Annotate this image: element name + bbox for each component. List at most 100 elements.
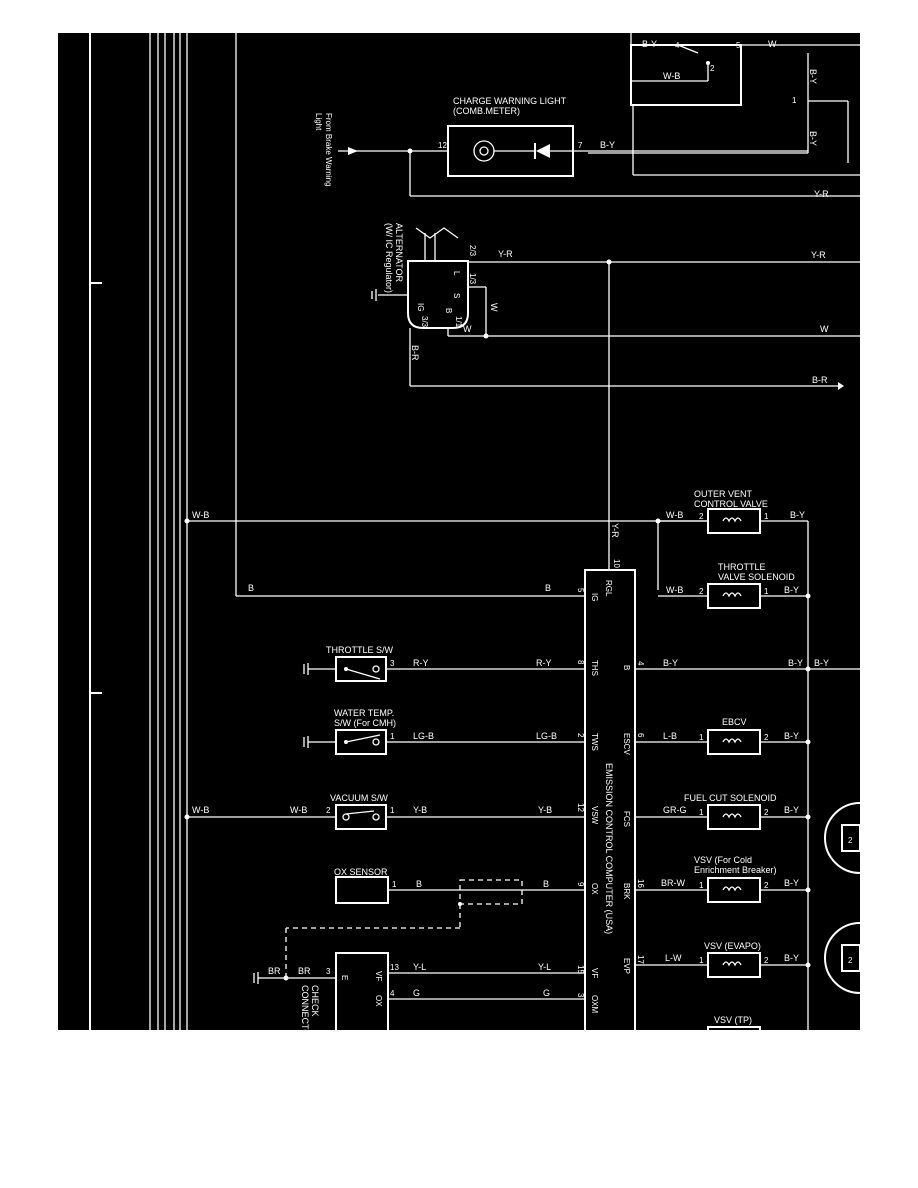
component-label: EBCV xyxy=(722,717,747,727)
wire-label: B-Y xyxy=(808,131,818,146)
pin-label: OX xyxy=(590,883,599,895)
wire-label: GR-G xyxy=(663,805,687,815)
wire-label: B xyxy=(248,583,254,593)
pin-number: 2 xyxy=(848,836,853,845)
wire-label: B-Y xyxy=(663,658,678,668)
wire-label: Y-R xyxy=(811,250,826,260)
component-label: CHARGE WARNING LIGHT(COMB.METER) xyxy=(453,96,567,116)
pin-label: FCS xyxy=(622,811,631,827)
pin-number: 2 xyxy=(848,956,853,965)
vsv-tp xyxy=(707,1026,761,1030)
pin-label: BRK xyxy=(622,883,631,900)
wire-label: L-W xyxy=(665,953,682,963)
pin-number: 8 xyxy=(576,660,585,665)
wire-label: LG-B xyxy=(413,731,434,741)
pin-number: 2 xyxy=(710,64,715,73)
pin-number: 2 xyxy=(576,733,585,738)
pin-number: 1 xyxy=(764,512,769,521)
wire-label: BR xyxy=(268,966,281,976)
component-label: VSV (TP) xyxy=(714,1015,752,1025)
pin-number: 4 xyxy=(636,661,645,666)
pin-number: 3/3 xyxy=(420,316,429,328)
pin-number: 1 xyxy=(699,808,704,817)
wire-label: B-Y xyxy=(790,510,805,520)
pin-label: B xyxy=(444,308,453,313)
pin-number: 6 xyxy=(636,733,645,738)
pin-label: ESCV xyxy=(622,733,631,755)
pin-number: 3 xyxy=(326,967,331,976)
wiring-diagram: B-Y 4 5 W 2 W-B B-Y 1 B-Y Y-R CHARGE WAR… xyxy=(58,33,860,1030)
wire-label: W xyxy=(489,303,499,312)
pin-label: TWS xyxy=(590,733,599,751)
ox-sensor xyxy=(285,876,585,978)
pin-number: 10 xyxy=(612,559,621,568)
wb-bus xyxy=(184,262,708,597)
edge-connectors xyxy=(824,802,860,994)
wire-label: B-Y xyxy=(600,140,615,150)
note-label: From Brake WarningLight xyxy=(314,113,333,187)
wire-label: B-Y xyxy=(784,805,799,815)
wire-label: W-B xyxy=(663,71,680,81)
component-label: FUEL CUT SOLENOID xyxy=(684,793,777,803)
pin-number: 1 xyxy=(699,881,704,890)
pin-number: 3 xyxy=(390,659,395,668)
wire-label: B xyxy=(545,583,551,593)
vsv-evapo xyxy=(635,952,808,978)
component-label: THROTTLE S/W xyxy=(326,645,394,655)
pin-number: 5 xyxy=(576,588,585,593)
wire-label: Y-R xyxy=(814,189,829,199)
pin-number: 2 xyxy=(764,808,769,817)
alternator xyxy=(371,227,860,390)
pin-label: L xyxy=(452,271,461,276)
wire-label: B-Y xyxy=(808,69,818,84)
pin-number: 2 xyxy=(699,587,704,596)
pin-number: 15 xyxy=(576,965,585,974)
wire-label: W-B xyxy=(192,805,209,815)
charge-warning-light xyxy=(338,125,860,197)
wire-label: W-B xyxy=(666,510,683,520)
wire-label: BR xyxy=(298,966,311,976)
pin-number: 2/3 xyxy=(468,245,477,257)
pin-number: 1 xyxy=(390,732,395,741)
pin-label: VF xyxy=(374,971,383,981)
pin-number: 9 xyxy=(576,882,585,887)
wire-label: B-R xyxy=(812,375,828,385)
pin-label: E xyxy=(340,975,349,980)
wire-label: B-R xyxy=(410,345,420,361)
pin-label: VF xyxy=(590,968,599,978)
pin-label: THS xyxy=(590,660,599,676)
wire-label: B-Y xyxy=(784,953,799,963)
pin-number: 1 xyxy=(699,956,704,965)
pin-number: 2 xyxy=(699,512,704,521)
wire-label: B-Y xyxy=(784,731,799,741)
wire-label: B-Y xyxy=(788,658,803,668)
wire-label: W xyxy=(463,324,472,334)
pin-label: IG xyxy=(590,593,599,601)
pin-number: 4 xyxy=(390,989,395,998)
pin-number: 1 xyxy=(699,733,704,742)
wire-label: B xyxy=(543,879,549,889)
left-bus-lines xyxy=(89,33,237,1030)
wire-label: Y-B xyxy=(538,805,552,815)
wire-label: W xyxy=(768,39,777,49)
throttle-valve-solenoid xyxy=(658,583,808,609)
pin-number: 7 xyxy=(578,141,583,150)
pin-number: 2 xyxy=(764,881,769,890)
wire-label: G xyxy=(543,988,550,998)
component-label: VACUUM S/W xyxy=(330,793,388,803)
pin-number: 1 xyxy=(392,880,397,889)
pin-number: 17 xyxy=(636,955,645,964)
wire-label: B-Y xyxy=(784,878,799,888)
wire-label: B-Y xyxy=(784,585,799,595)
pin-number: 1/3 xyxy=(468,273,477,285)
pin-number: 1 xyxy=(390,806,395,815)
pin-label: RGL xyxy=(604,580,613,597)
pin-label: S xyxy=(452,293,461,298)
component-label: VSV (EVAPO) xyxy=(704,941,761,951)
wire-label: Y-L xyxy=(413,962,426,972)
component-label: WATER TEMP.S/W (For CMH) xyxy=(334,708,396,728)
pin-label: EVP xyxy=(622,958,631,974)
vacuum-switch xyxy=(184,804,585,830)
pin-number: 1 xyxy=(792,96,797,105)
pin-label: OXM xyxy=(590,995,599,1014)
